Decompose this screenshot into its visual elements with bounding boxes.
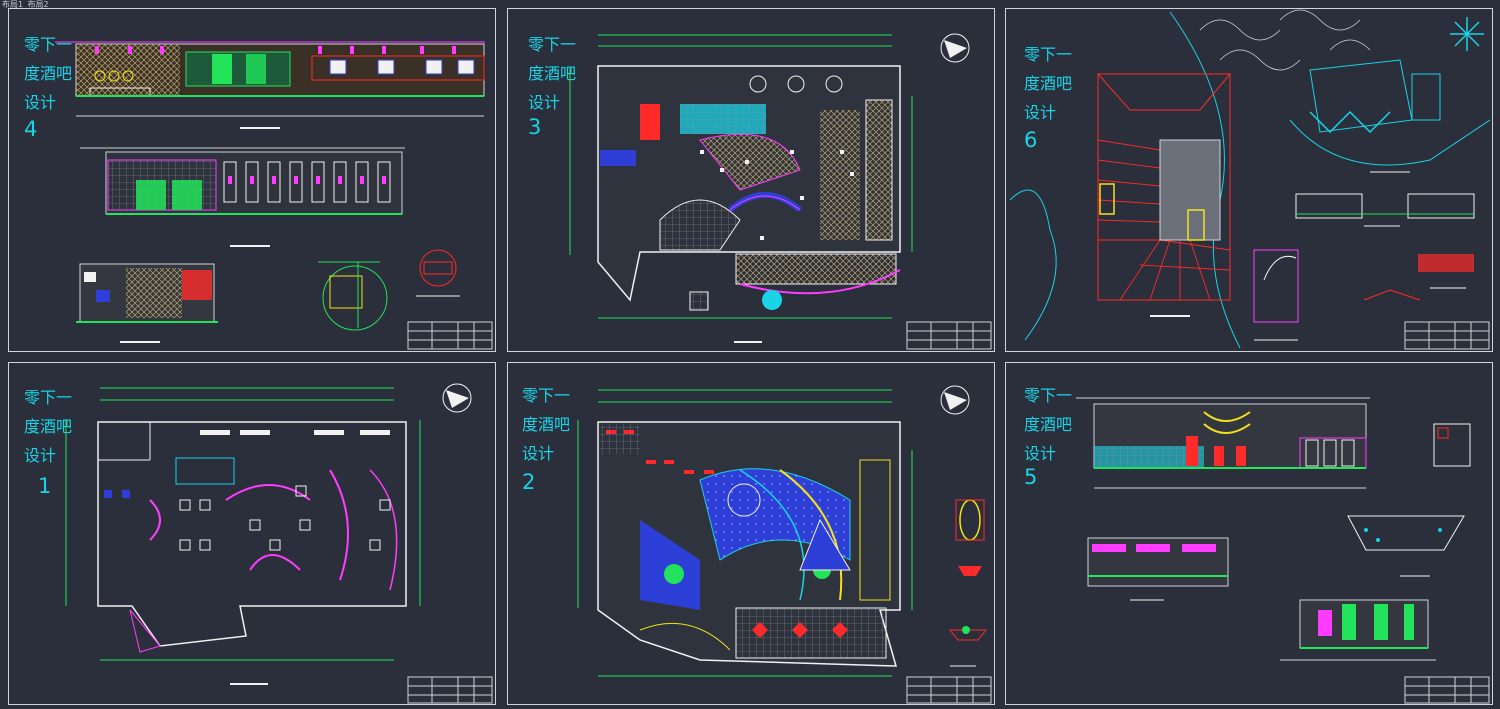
sheet-title-1: 零下一 度酒吧 设计 — [24, 388, 73, 465]
sheet-title-3: 零下一 度酒吧 设计 — [528, 35, 577, 112]
sheet-frame-5[interactable] — [1005, 362, 1493, 705]
title-blocks — [407, 321, 1490, 704]
sheet-3-drawings — [569, 33, 970, 343]
layout-tabs[interactable]: 布局1 布局2 — [2, 0, 49, 9]
sheet-number-2: 2 — [522, 470, 536, 494]
sheet-2-drawings — [577, 385, 988, 677]
sheet-title-4: 零下一 度酒吧 设计 — [24, 35, 73, 112]
sheet-4-drawings — [55, 41, 485, 343]
sheet-frame-2[interactable] — [507, 362, 995, 705]
sheet-frame-3[interactable] — [507, 8, 995, 352]
sheet-frame-1[interactable] — [8, 362, 496, 705]
sheet-number-1: 1 — [38, 474, 52, 498]
sheet-6-drawings — [1009, 9, 1491, 349]
sheet-number-6: 6 — [1024, 128, 1038, 152]
sheet-title-2: 零下一 度酒吧 设计 — [522, 386, 571, 463]
sheet-title-5: 零下一 度酒吧 设计 — [1024, 386, 1073, 463]
sheet-frame-4[interactable] — [8, 8, 496, 352]
sheet-number-5: 5 — [1024, 465, 1038, 489]
sheet-1-drawings — [65, 383, 472, 685]
sheet-title-6: 零下一 度酒吧 设计 — [1024, 45, 1073, 122]
sheet-number-3: 3 — [528, 115, 542, 139]
sheet-frame-6[interactable] — [1005, 8, 1493, 352]
sheet-5-drawings — [1076, 397, 1471, 661]
sheet-number-4: 4 — [24, 117, 38, 141]
